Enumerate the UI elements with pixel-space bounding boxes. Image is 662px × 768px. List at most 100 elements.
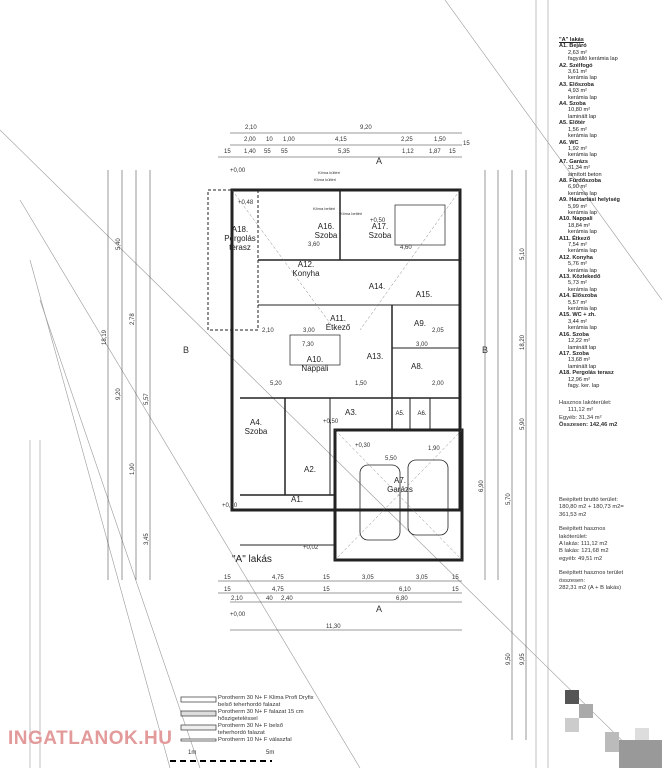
dim-left: 3,45 (144, 533, 150, 545)
room-label: A5. (395, 411, 405, 417)
legend-room-area: 1,92 m² (568, 145, 587, 152)
dim-left: 5,40 (116, 238, 122, 250)
inner-dim: 5,20 (270, 381, 282, 387)
scale-5m: 5m (266, 750, 275, 756)
legend-room-area: 5,73 m² (568, 280, 587, 287)
summary-text: 361,53 m2 (559, 511, 587, 518)
legend-room-name: A9. Háztartási helyiség (559, 197, 620, 204)
dim-top: 15 (224, 149, 231, 155)
klima-label: Klíma beltéri (340, 211, 363, 216)
dim-bottom: 6,10 (399, 587, 411, 593)
summary-text: összesen: (559, 577, 586, 584)
room-label: A1. (290, 495, 304, 504)
dim-top: 1,40 (244, 149, 256, 155)
totals-label: Hasznos lakóterület: (559, 400, 612, 406)
legend-room-floor: kerámia lap (568, 267, 597, 274)
legend-room-area: 5,57 m² (568, 299, 587, 306)
legend-room-floor: kerámia lap (568, 248, 597, 255)
legend-room-floor: laminált lap (568, 113, 597, 120)
dim-bottom: 2,40 (281, 596, 293, 602)
legend-room-name: A7. Garázs (559, 158, 588, 165)
summary: Beépített bruttó terület: 180,80 m2 + 18… (559, 497, 659, 592)
dim-left: 2,78 (130, 313, 136, 325)
inner-dim: 7,30 (302, 342, 314, 348)
inner-dim: 4,60 (400, 245, 412, 251)
dim-top: 4,15 (335, 137, 347, 143)
legend-room-floor: laminált lap (568, 344, 597, 351)
totals: Hasznos lakóterület: 111,12 m² Egyéb: 31… (559, 400, 659, 430)
section-mark-b: B (183, 345, 190, 355)
legend-room-area: 31,34 m² (568, 165, 591, 172)
section-mark-a: A (376, 604, 383, 614)
legend-room-floor: kerámia lap (568, 152, 597, 159)
dim-top: 2,10 (245, 125, 257, 131)
section-mark-a: A (376, 156, 383, 166)
room-label: A6. (417, 411, 427, 417)
legend-room-area: 4,93 m² (568, 88, 587, 95)
dim-bottom: 4,75 (272, 587, 284, 593)
dim-left: 5,57 (144, 393, 150, 405)
dim-bottom: 15 (224, 575, 231, 581)
klima-label: Klíma kültéri (314, 177, 337, 182)
legend-room-name: A12. Konyha (559, 254, 593, 261)
room-label: A13. (366, 352, 384, 361)
scale-1m: 1m (188, 750, 197, 756)
material-item: Porotherm 10 N+ F válaszfal (218, 737, 292, 743)
dim-right: 5,70 (506, 493, 512, 505)
dim-right: 5,10 (520, 248, 526, 260)
dim-top: 55 (281, 149, 288, 155)
summary-text: Beépített bruttó terület: (559, 497, 618, 503)
legend-room-area: 1,56 m² (568, 126, 587, 133)
legend-room-name: A10. Nappali (559, 216, 593, 223)
dim-top: 1,87 (429, 149, 441, 155)
scale-bar (170, 760, 272, 762)
legend-room-name: A13. Közlekedő (559, 274, 601, 281)
dim-top: 15 (449, 149, 456, 155)
legend-room-floor: fagyálló kerámia lap (568, 56, 618, 63)
dim-bottom: 15 (323, 575, 330, 581)
summary-text: 282,31 m2 (A + B lakás) (559, 585, 622, 592)
level-mark: +0,50 (323, 419, 339, 425)
dim-right: 6,90 (479, 480, 485, 492)
legend-room-name: A16. Szoba (559, 331, 589, 338)
section-mark-b: B (482, 345, 489, 355)
summary-text: A lakás: 111,12 m2 (559, 541, 608, 548)
inner-dim: 2,05 (432, 328, 444, 334)
room-label: A9. (413, 319, 427, 328)
room-label: A17.Szoba (368, 222, 392, 240)
summary-text: egyéb: 49,51 m2 (559, 555, 603, 562)
legend-room-name: A1. Bejáró (559, 43, 587, 50)
totals-other: Egyéb: 31,34 m² (559, 414, 602, 421)
inner-dim: 5,50 (385, 456, 397, 462)
klima-label: Klíma beltéri (313, 206, 336, 211)
apartment-title: "A" lakás (232, 554, 272, 565)
dim-top: 2,25 (401, 137, 413, 143)
dim-left: 1,90 (130, 463, 136, 475)
dim-top: 1,50 (434, 137, 446, 143)
room-label: A18.Pergolás terasz (224, 225, 256, 252)
summary-text: B lakás: 121,68 m2 (559, 548, 609, 555)
room-label: A15. (415, 290, 433, 299)
dim-top: 1,12 (402, 149, 414, 155)
legend-room-floor: kerámia lap (568, 209, 597, 216)
legend-room-name: A5. Előtér (559, 120, 586, 127)
legend-room-floor: kerámia lap (568, 190, 597, 197)
legend-room-name: A14. Előszoba (559, 293, 597, 300)
inner-dim: 3,00 (416, 342, 428, 348)
dim-bottom: 15 (452, 575, 459, 581)
dim-right: 18,20 (520, 334, 526, 350)
dim-top: 9,20 (360, 125, 372, 131)
dim-top: 5,35 (338, 149, 350, 155)
dim-bottom: 11,30 (326, 624, 341, 630)
legend-room-floor: kerámia lap (568, 286, 597, 293)
legend-room-floor: fagy. ker. lap (568, 382, 600, 389)
inner-dim: 3,60 (308, 242, 320, 248)
level-mark: +0,48 (238, 200, 254, 206)
room-label: A10.Nappali (301, 355, 329, 373)
dim-right: 5,90 (520, 418, 526, 430)
room-label: A3. (344, 408, 358, 417)
legend-room-area: 12,22 m² (568, 338, 591, 345)
